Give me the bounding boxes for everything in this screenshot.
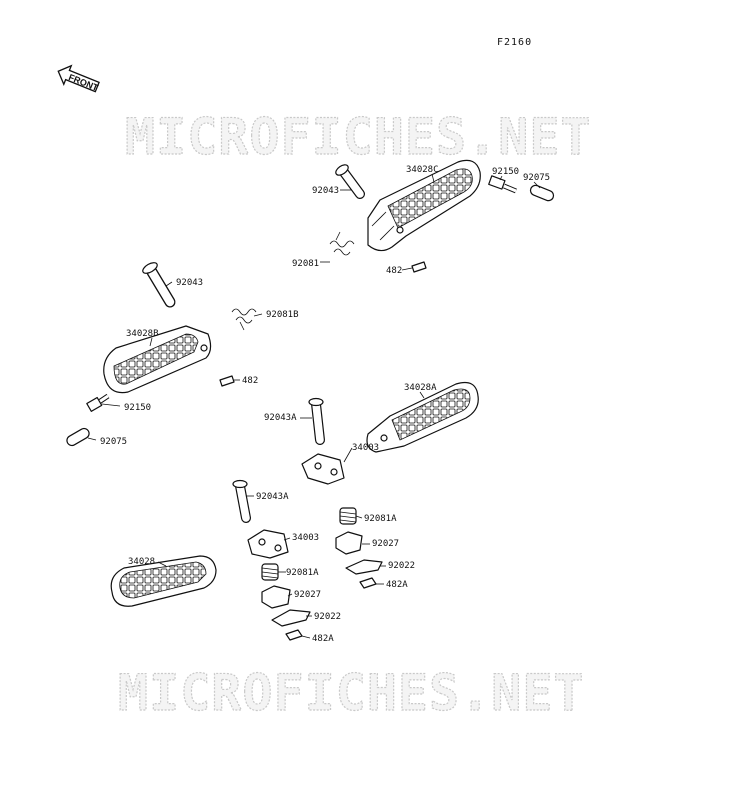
watermark-bottom: MICROFICHES.NET <box>118 664 585 722</box>
clip-482-left <box>219 375 235 387</box>
label-92081a-right: 92081A <box>364 514 397 524</box>
label-92043a-bottom: 92043A <box>256 492 289 502</box>
footpeg-34028a <box>366 381 479 453</box>
spring-92081a-right <box>339 507 357 525</box>
footpeg-34028c <box>367 159 481 252</box>
label-92150-top: 92150 <box>492 167 519 177</box>
label-92150-left: 92150 <box>124 403 151 413</box>
footpeg-34028 <box>110 555 217 607</box>
label-92043-left: 92043 <box>176 278 203 288</box>
label-34028a: 34028A <box>404 383 437 393</box>
plate-92022-right <box>345 559 383 575</box>
spring-92081a-bottom <box>261 563 279 581</box>
cam-92027-right <box>335 531 363 555</box>
label-34028: 34028 <box>128 557 155 567</box>
pin-92043a-bottom <box>232 479 251 523</box>
bolt-92150-left <box>86 393 110 412</box>
label-482a-right: 482A <box>386 580 408 590</box>
label-482-left: 482 <box>242 376 258 386</box>
label-92043a-right: 92043A <box>264 413 297 423</box>
spring-92081 <box>329 231 355 256</box>
clip-482-top <box>411 261 427 273</box>
footpeg-34028-assembly: 92043A 34003 34028 92081A 92027 92022 48… <box>110 479 341 644</box>
label-34003-right: 34003 <box>352 443 379 453</box>
clip-482a-bottom <box>285 629 303 641</box>
label-34028c: 34028C <box>406 165 439 175</box>
pin-92043a-right <box>308 397 325 445</box>
footpeg-34028a-assembly: 34028A 92043A 34003 92081A 92027 92022 4… <box>264 381 479 590</box>
cap-92075-left <box>66 427 90 447</box>
label-92027-bottom: 92027 <box>294 590 321 600</box>
label-482a-bottom: 482A <box>312 634 334 644</box>
label-92081b: 92081B <box>266 310 299 320</box>
label-92075-top: 92075 <box>523 173 550 183</box>
label-92027-right: 92027 <box>372 539 399 549</box>
label-92022-bottom: 92022 <box>314 612 341 622</box>
footpeg-34028b <box>103 325 212 394</box>
bracket-34003-right <box>301 453 345 485</box>
watermark-top: MICROFICHES.NET <box>125 108 592 166</box>
footpeg-34028b-assembly: 92043 92081B 34028B 482 92150 92075 <box>66 262 299 447</box>
clip-482a-right <box>359 577 377 589</box>
figure-code: F2160 <box>497 37 532 48</box>
plate-92022-bottom <box>271 609 311 627</box>
pin-92043-left <box>142 262 176 308</box>
pin-92043-top <box>335 164 365 199</box>
front-label: FRONT <box>67 72 100 93</box>
bolt-92150-top <box>488 175 517 194</box>
label-482-top: 482 <box>386 266 402 276</box>
spring-92081b <box>231 308 257 331</box>
label-92081a-bottom: 92081A <box>286 568 319 578</box>
label-34003-bottom: 34003 <box>292 533 319 543</box>
cam-92027-bottom <box>261 585 291 609</box>
label-92043-top: 92043 <box>312 186 339 196</box>
cap-92075-top <box>529 184 555 202</box>
label-92081: 92081 <box>292 259 319 269</box>
label-92022-right: 92022 <box>388 561 415 571</box>
label-34028b: 34028B <box>126 329 159 339</box>
footpeg-34028c-assembly: 34028C 92043 92150 92075 92081 482 <box>292 159 555 276</box>
bracket-34003-bottom <box>247 529 289 559</box>
label-92075-left: 92075 <box>100 437 127 447</box>
front-arrow-icon: FRONT <box>57 64 100 93</box>
